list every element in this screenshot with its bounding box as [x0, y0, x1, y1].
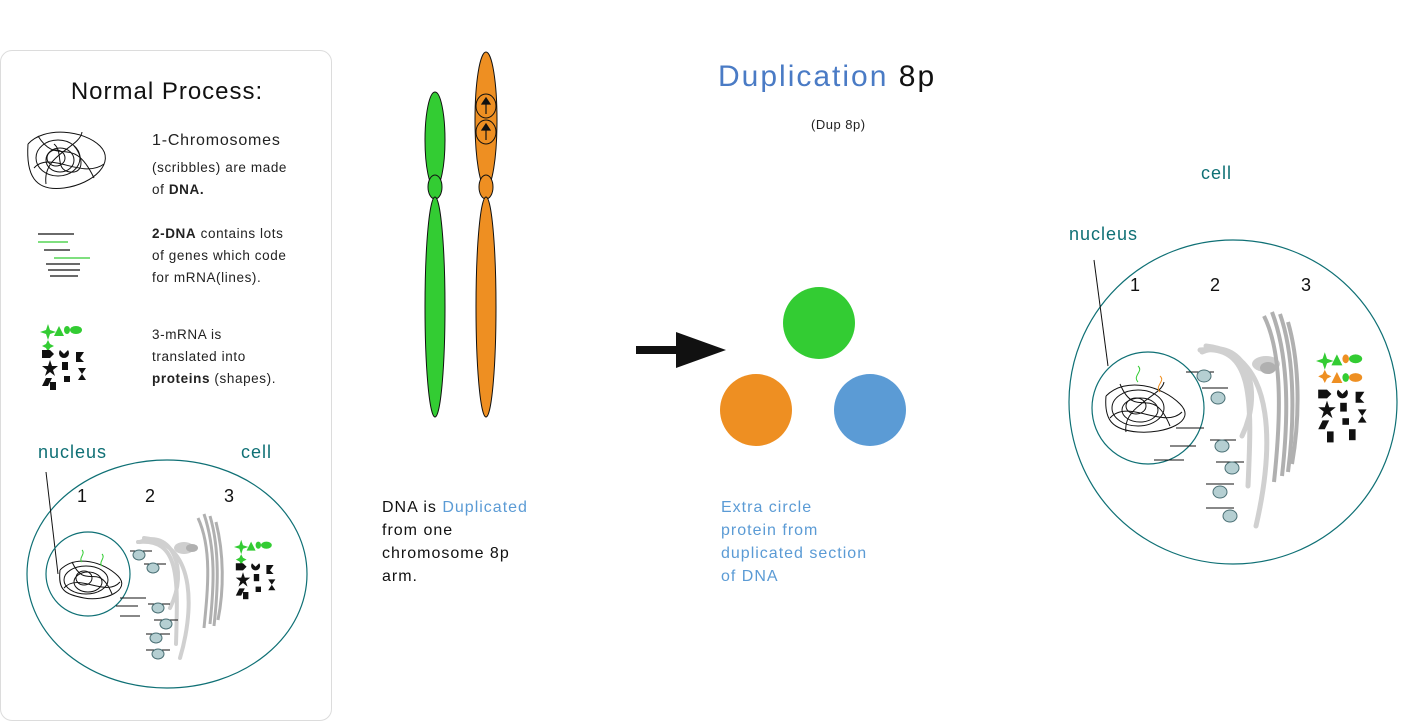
- panel-num-1: 1: [77, 486, 88, 506]
- panel-nucleus-label: nucleus: [38, 442, 108, 462]
- panel-cell-label: cell: [241, 442, 273, 462]
- green-protein-circle: [783, 287, 855, 359]
- normal-cell-diagram: [26, 459, 308, 689]
- step2-line3: for mRNA(lines).: [152, 270, 262, 285]
- protein-circles-diagram: [720, 287, 906, 446]
- duplicated-chromosome-8: [474, 51, 498, 418]
- right-num-3: 3: [1301, 275, 1312, 295]
- step1-line1: (scribbles) are made: [152, 160, 288, 175]
- panel-num-2: 2: [145, 486, 156, 506]
- normal-chromosome-8: [424, 91, 446, 418]
- dna-description: DNA is Duplicated from one chromosome 8p…: [382, 499, 528, 585]
- step1-title: 1-Chromosomes: [152, 132, 281, 149]
- panel-num-3: 3: [224, 486, 235, 506]
- dna-lines-icon: [38, 233, 90, 277]
- right-num-2: 2: [1210, 275, 1221, 295]
- step2-line1: 2-DNA contains lots: [152, 226, 284, 241]
- chromosome-scribble-icon: [27, 131, 106, 190]
- right-nucleus-label: nucleus: [1069, 224, 1139, 244]
- step3-line2: translated into: [152, 349, 246, 364]
- blue-protein-circle: [834, 374, 906, 446]
- chromosome-pair-diagram: [424, 51, 498, 418]
- step3-line3: proteins (shapes).: [152, 371, 277, 386]
- page-subtitle: (Dup 8p): [811, 117, 866, 132]
- step1-line2: of DNA.: [152, 182, 205, 197]
- panel-title: Normal Process:: [70, 78, 264, 105]
- page-title: Duplication 8p: [718, 60, 937, 93]
- protein-description: Extra circle protein from duplicated sec…: [721, 499, 868, 585]
- dup-cell-diagram: [1068, 239, 1398, 565]
- orange-protein-circle: [720, 374, 792, 446]
- step2-line2: of genes which code: [152, 248, 287, 263]
- right-num-1: 1: [1130, 275, 1141, 295]
- protein-shapes-icon: [40, 324, 86, 390]
- right-arrow-icon: [636, 332, 726, 368]
- duplication-arrow-icon: [480, 96, 492, 140]
- right-cell-label: cell: [1201, 163, 1233, 183]
- step3-line1: 3-mRNA is: [152, 327, 222, 342]
